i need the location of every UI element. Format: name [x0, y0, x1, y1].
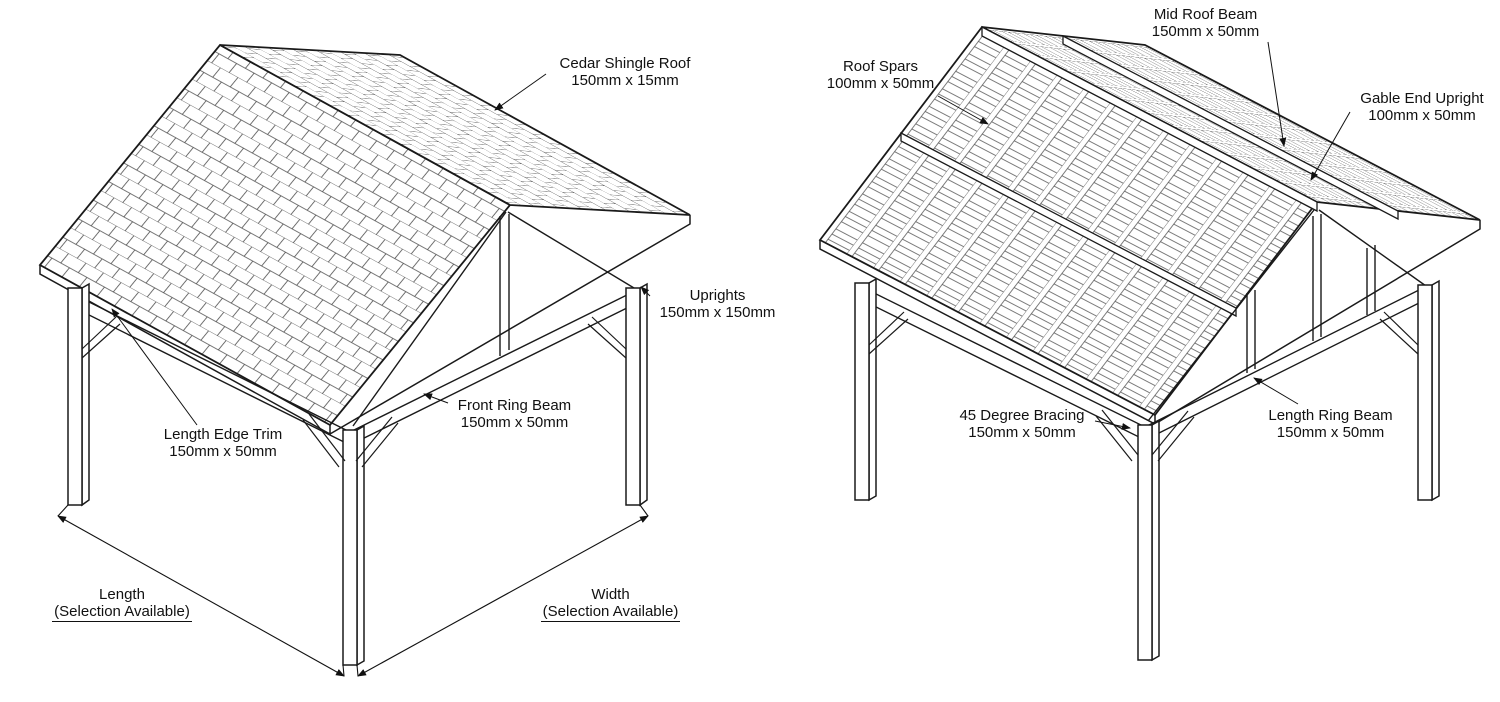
callout-label: Mid Roof Beam [1153, 6, 1258, 23]
callout-front-ring-beam: Front Ring Beam 150mm x 50mm [432, 397, 597, 431]
callout-label: Uprights [689, 287, 746, 304]
callout-label: Roof Spars [842, 58, 919, 75]
dimension-lines [57, 504, 649, 677]
ring-beams-and-gable [74, 211, 635, 446]
leader-length-edge-trim [111, 308, 198, 426]
corner-braces [81, 316, 627, 468]
leader-45-degree-bracing [1094, 420, 1131, 430]
callout-size: 100mm x 50mm [1368, 107, 1476, 124]
callout-size: 150mm x 150mm [659, 304, 776, 321]
callout-size: 150mm x 50mm [968, 424, 1076, 441]
leader-gable-end-upright [1310, 111, 1351, 181]
gable-end-uprights [1246, 214, 1376, 373]
callout-label: Length Edge Trim [163, 426, 283, 443]
leader-front-ring-beam [423, 393, 449, 404]
gable-rafters [1147, 209, 1427, 422]
dimension-label-width: Width (Selection Available) [518, 586, 703, 622]
callout-uprights: Uprights 150mm x 150mm [645, 287, 790, 321]
right-gazebo-drawing [818, 25, 1481, 662]
uprights-posts [67, 282, 648, 667]
length-edge-trim-board [39, 215, 691, 436]
dimension-name: Length [99, 586, 145, 603]
callout-45-degree-bracing: 45 Degree Bracing 150mm x 50mm [942, 407, 1102, 441]
edge-trim-board [819, 220, 1481, 426]
callout-label: 45 Degree Bracing [959, 407, 1085, 424]
callout-size: 150mm x 15mm [571, 72, 679, 89]
leader-cedar-shingle-roof [494, 73, 547, 111]
ring-beams-and-gable [861, 209, 1427, 441]
gable-rafters [352, 211, 635, 427]
dimension-name: Width [591, 586, 630, 603]
callout-roof-spars: Roof Spars 100mm x 50mm [808, 58, 953, 92]
dimension-note: (Selection Available) [540, 603, 681, 622]
leader-uprights [640, 286, 651, 297]
leader-length-ring-beam [1253, 377, 1299, 405]
left-gazebo-drawing [38, 43, 691, 677]
callout-cedar-shingle-roof: Cedar Shingle Roof 150mm x 15mm [540, 55, 710, 89]
callout-label: Front Ring Beam [457, 397, 572, 414]
callout-size: 150mm x 50mm [1276, 424, 1385, 441]
king-post [499, 214, 510, 356]
leader-lines [111, 73, 651, 426]
dimension-label-length: Length (Selection Available) [42, 586, 202, 622]
leader-roof-spars [937, 95, 989, 125]
callout-length-edge-trim: Length Edge Trim 150mm x 50mm [148, 426, 298, 460]
corner-braces [868, 311, 1419, 462]
callout-size: 100mm x 50mm [826, 75, 935, 92]
callout-mid-roof-beam: Mid Roof Beam 150mm x 50mm [1128, 6, 1283, 40]
callout-size: 150mm x 50mm [169, 443, 277, 460]
callout-size: 150mm x 50mm [460, 414, 569, 431]
callout-length-ring-beam: Length Ring Beam 150mm x 50mm [1248, 407, 1413, 441]
width-dimension-line [357, 515, 649, 677]
callout-label: Cedar Shingle Roof [559, 55, 691, 72]
uprights-posts [854, 277, 1440, 662]
shingle-roof [38, 43, 691, 436]
callout-label: Length Ring Beam [1268, 407, 1393, 424]
leader-mid-roof-beam [1267, 41, 1287, 147]
mid-roof-beam-front [900, 131, 1237, 318]
length-dimension-line [57, 515, 345, 677]
callout-label: Gable End Upright [1360, 90, 1484, 107]
dimension-note: (Selection Available) [52, 603, 192, 622]
ridge-beam [981, 25, 1318, 213]
leader-lines [937, 41, 1351, 430]
callout-gable-end-upright: Gable End Upright 100mm x 50mm [1346, 90, 1498, 124]
roof-spars-deck [818, 25, 1481, 426]
callout-size: 150mm x 50mm [1151, 23, 1260, 40]
